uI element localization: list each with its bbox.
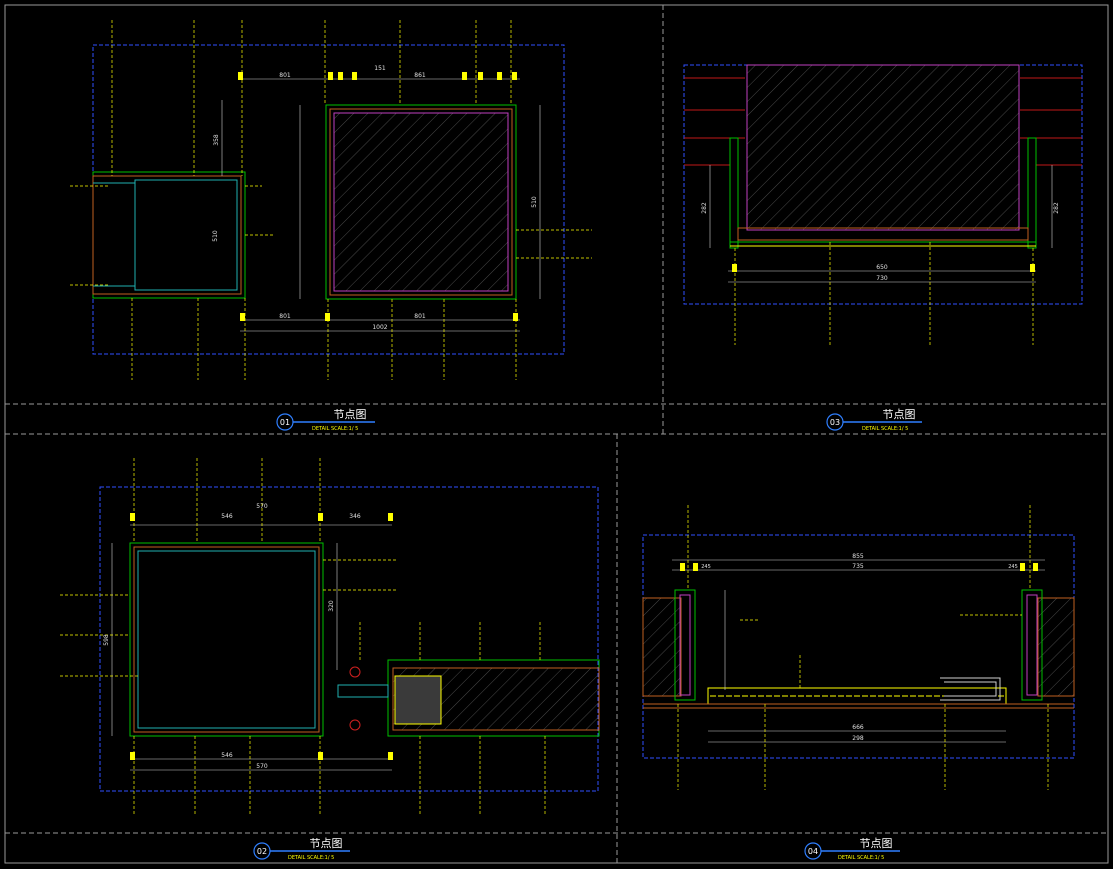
p02-dim-top-2: 570: [256, 503, 268, 510]
panel-01-drawing: 801 151 861 801 1002 801 358 510 510: [70, 20, 592, 380]
p02-dim-right: 320: [328, 600, 335, 612]
title-02-scale: DETAIL SCALE:1/ 5: [288, 855, 334, 861]
p04-dim-top-1: 855: [852, 553, 864, 560]
p04-dim-top-4: 245: [1008, 564, 1018, 570]
title-04-scale: DETAIL SCALE:1/ 5: [838, 855, 884, 861]
title-02-number: 02: [257, 847, 267, 856]
title-02-label: 节点图: [310, 837, 343, 850]
p01-dim-left: 358: [213, 134, 220, 146]
p01-dim-top-1: 801: [279, 72, 291, 79]
title-04: 04 节点图 DETAIL SCALE:1/ 5: [804, 837, 900, 861]
panel-02-drawing: 546 570 346 570 546 598 320: [60, 458, 600, 815]
p01-dim-top-3: 861: [414, 72, 426, 79]
p04-dim-bottom-1: 666: [852, 724, 864, 731]
p01-dim-mid: 510: [212, 230, 219, 242]
p04-dim-top-2: 735: [852, 563, 864, 570]
p02-dim-top-3: 346: [349, 513, 361, 520]
p01-dim-top-2: 151: [374, 65, 386, 72]
p02-dim-bottom-1: 570: [256, 763, 268, 770]
title-02: 02 节点图 DETAIL SCALE:1/ 5: [253, 837, 350, 861]
title-01-label: 节点图: [334, 408, 367, 421]
p03-dim-left: 282: [701, 202, 708, 214]
p01-dim-bottom-1: 801: [279, 313, 291, 320]
p02-dim-bottom-2: 546: [221, 752, 233, 759]
title-01: 01 节点图 DETAIL SCALE:1/ 5: [276, 408, 375, 432]
p03-dim-1: 650: [876, 264, 888, 271]
p02-dim-top-1: 546: [221, 513, 233, 520]
title-04-number: 04: [808, 847, 818, 856]
title-01-scale: DETAIL SCALE:1/ 5: [312, 426, 358, 432]
p02-dim-left: 598: [103, 634, 110, 646]
panel-03-drawing: 650 730 282 282: [683, 64, 1083, 345]
title-03-number: 03: [830, 418, 840, 427]
p04-dim-top-3: 245: [701, 564, 711, 570]
p01-dim-bottom-3: 801: [414, 313, 426, 320]
p03-dim-right: 282: [1053, 202, 1060, 214]
p03-dim-2: 730: [876, 275, 888, 282]
p04-dim-bottom-2: 298: [852, 735, 864, 742]
p01-dim-bottom-2: 1002: [372, 324, 387, 331]
title-04-label: 节点图: [860, 837, 893, 850]
p01-dim-right: 510: [531, 196, 538, 208]
title-03: 03 节点图 DETAIL SCALE:1/ 5: [826, 408, 922, 432]
title-01-number: 01: [280, 418, 290, 427]
title-03-label: 节点图: [883, 408, 916, 421]
title-03-scale: DETAIL SCALE:1/ 5: [862, 426, 908, 432]
panel-04-drawing: 855 735 245 245 666 298: [642, 505, 1075, 790]
